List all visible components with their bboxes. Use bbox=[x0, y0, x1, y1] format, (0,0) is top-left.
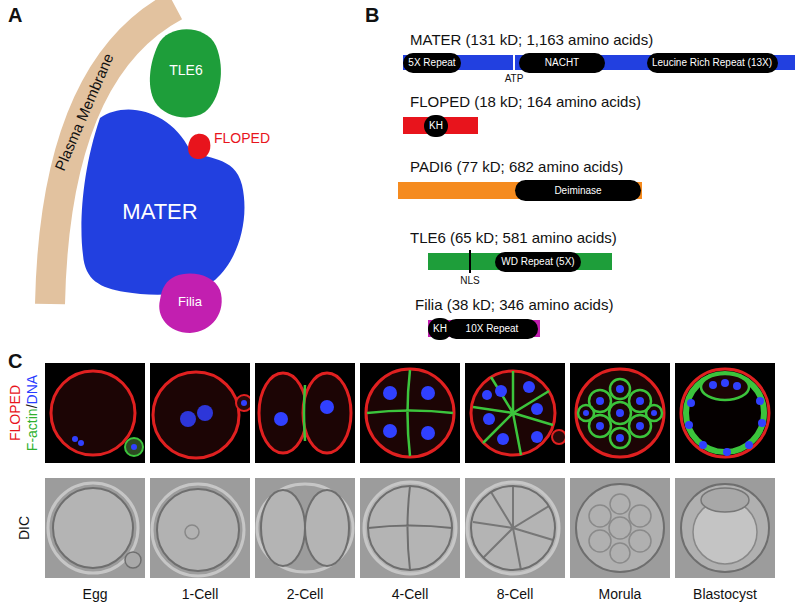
site-label: NLS bbox=[460, 275, 479, 287]
panel-letter: B bbox=[365, 4, 379, 27]
domain-box: KH bbox=[428, 318, 452, 340]
protein-blob: Filia bbox=[150, 262, 230, 340]
protein-bar: FLOPED (18 kD; 164 amino acids)KH bbox=[403, 117, 478, 134]
channel-legend: FLOPEDF-actin/DNA bbox=[7, 375, 41, 451]
stage-label: 8-Cell bbox=[497, 586, 534, 602]
protein-name: Filia bbox=[178, 295, 202, 310]
legend-swatch: FLOPED bbox=[7, 385, 23, 441]
domain-box: NACHT bbox=[519, 53, 605, 73]
separator-label: / bbox=[24, 404, 40, 408]
legend-swatch: F-actin bbox=[24, 408, 40, 451]
domain-label: 10X Repeat bbox=[446, 319, 538, 339]
fluorescence-image bbox=[360, 363, 460, 463]
dic-image bbox=[150, 478, 250, 578]
domain-label: KH bbox=[428, 318, 452, 340]
protein-dot: FLOPED bbox=[184, 128, 214, 162]
stage-label: 2-Cell bbox=[287, 586, 324, 602]
legend-line: F-actin/DNA bbox=[24, 375, 41, 451]
domain-box: Leucine Rich Repeat (13X) bbox=[647, 53, 778, 73]
protein-blob: TLE6 bbox=[145, 20, 230, 125]
blob-path bbox=[81, 109, 244, 294]
row-label: DIC bbox=[16, 516, 32, 540]
dic-image bbox=[255, 478, 355, 578]
domain-box: 5X Repeat bbox=[403, 53, 461, 73]
domain-box: Deiminase bbox=[515, 180, 641, 201]
site-label: ATP bbox=[505, 73, 524, 85]
blob-shape bbox=[184, 128, 214, 162]
protein-bar: Filia (38 kD; 346 amino acids)KH10X Repe… bbox=[428, 320, 540, 337]
blob-path bbox=[150, 29, 221, 117]
domain-label: WD Repeat (5X) bbox=[495, 252, 581, 272]
fluorescence-image bbox=[255, 363, 355, 463]
blob-path bbox=[159, 274, 221, 333]
site-tick bbox=[513, 55, 515, 70]
dic-image bbox=[675, 478, 775, 578]
domain-box: KH bbox=[424, 115, 448, 137]
stage-label: Morula bbox=[599, 586, 642, 602]
stage-label: Egg bbox=[83, 586, 108, 602]
site-tick bbox=[469, 250, 471, 273]
dic-image bbox=[570, 478, 670, 578]
stage-label: Blastocyst bbox=[693, 586, 757, 602]
protein-name: TLE6 bbox=[169, 62, 202, 78]
domain-box: WD Repeat (5X) bbox=[495, 252, 581, 272]
blob-path bbox=[188, 134, 210, 159]
domain-label: Leucine Rich Repeat (13X) bbox=[647, 53, 778, 73]
protein-bar: MATER (131 kD; 1,163 amino acids)5X Repe… bbox=[403, 55, 795, 70]
dic-image bbox=[45, 478, 145, 578]
panel-letter: C bbox=[8, 350, 22, 373]
dic-image bbox=[465, 478, 565, 578]
fluorescence-image bbox=[465, 363, 566, 463]
domain-label: KH bbox=[424, 115, 448, 137]
legend-swatch: DNA bbox=[24, 375, 40, 405]
legend-separator: / bbox=[24, 404, 40, 408]
protein-bar: TLE6 (65 kD; 581 amino acids)WD Repeat (… bbox=[428, 253, 612, 270]
legend-line: FLOPED bbox=[7, 375, 24, 451]
protein-heading: TLE6 (65 kD; 581 amino acids) bbox=[410, 229, 617, 246]
fluorescence-image bbox=[570, 363, 670, 463]
fluorescence-image bbox=[150, 363, 252, 463]
protein-blob: MATER bbox=[75, 95, 250, 300]
stage-label: 4-Cell bbox=[392, 586, 429, 602]
panel-letter: A bbox=[8, 4, 22, 27]
protein-bar: PADI6 (77 kD; 682 amino acids)Deiminase bbox=[398, 182, 642, 199]
protein-heading: PADI6 (77 kD; 682 amino acids) bbox=[410, 158, 623, 175]
fluorescence-image bbox=[675, 363, 775, 463]
fluorescence-image bbox=[45, 363, 145, 463]
protein-heading: FLOPED (18 kD; 164 amino acids) bbox=[410, 93, 641, 110]
domain-box: 10X Repeat bbox=[446, 319, 538, 339]
protein-heading: MATER (131 kD; 1,163 amino acids) bbox=[410, 31, 653, 48]
legend-text: F-actin bbox=[24, 408, 40, 451]
domain-label: NACHT bbox=[519, 53, 605, 73]
legend-text: DNA bbox=[24, 375, 40, 405]
legend-text: FLOPED bbox=[7, 385, 23, 441]
domain-label: Deiminase bbox=[515, 180, 641, 201]
protein-heading: Filia (38 kD; 346 amino acids) bbox=[415, 296, 613, 313]
protein-label: FLOPED bbox=[214, 130, 270, 146]
blob-shape bbox=[75, 95, 250, 300]
domain-label: 5X Repeat bbox=[403, 53, 461, 73]
dic-image bbox=[360, 478, 460, 578]
protein-name: MATER bbox=[122, 199, 197, 224]
stage-label: 1-Cell bbox=[182, 586, 219, 602]
